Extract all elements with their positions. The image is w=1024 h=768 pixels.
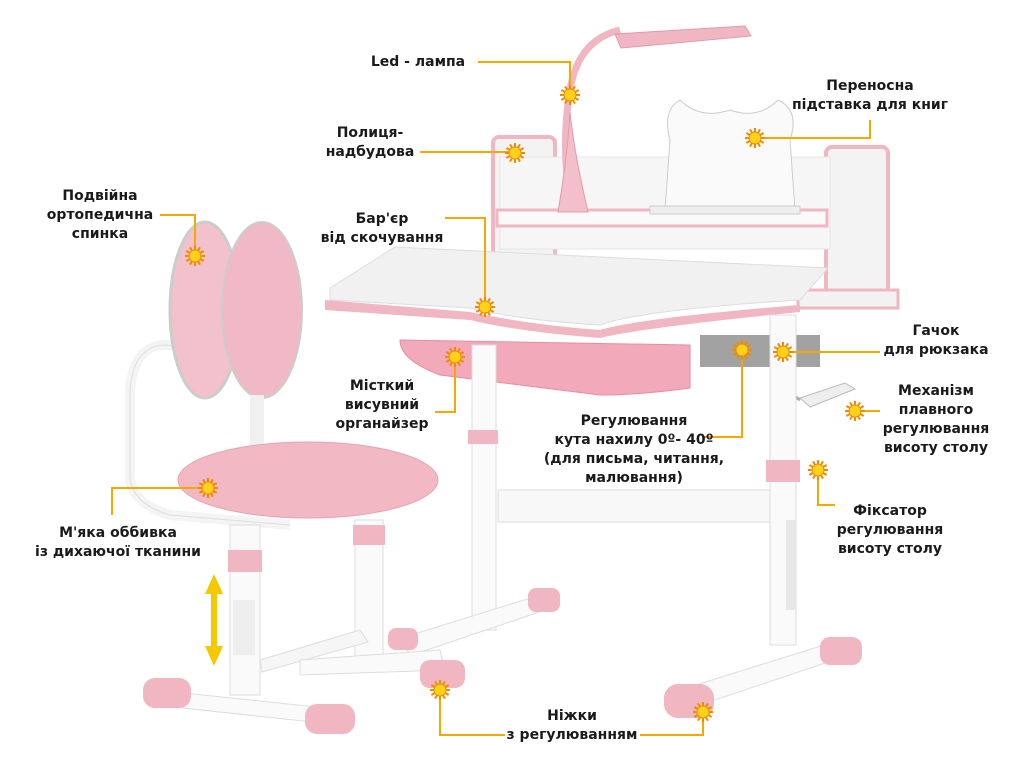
label-led-lamp: Led - лампа	[370, 54, 466, 70]
sun-marker-icon	[808, 460, 828, 480]
seat	[177, 441, 439, 519]
sun-marker-icon	[475, 297, 495, 317]
sun-marker-icon	[773, 342, 793, 362]
callout-lines	[111, 61, 880, 736]
height-scale	[786, 520, 796, 610]
lock-right	[766, 460, 800, 482]
desk-leg-left	[471, 344, 497, 631]
label-shelf: Полиця-надбудова	[325, 125, 415, 160]
sun-marker-icon	[505, 143, 525, 163]
sun-marker-icon	[445, 347, 465, 367]
crank-handle	[799, 382, 857, 408]
sun-marker-icon	[845, 401, 865, 421]
sun-marker-icon	[693, 702, 713, 722]
desk-crossbar	[497, 489, 771, 523]
desk	[325, 25, 900, 718]
sun-marker-icon	[198, 478, 218, 498]
tabletop	[329, 246, 830, 326]
sun-marker-icon	[185, 246, 205, 266]
sun-marker-icon	[560, 85, 580, 105]
callout-markers	[185, 85, 865, 722]
organizer-drawer	[399, 339, 691, 396]
backrest-right	[221, 221, 303, 399]
sun-marker-icon	[430, 680, 450, 700]
sun-marker-icon	[745, 128, 765, 148]
tabletop-edge	[325, 300, 800, 338]
chair	[125, 220, 465, 734]
side-board	[796, 288, 900, 310]
lock-left	[468, 430, 498, 444]
height-adjust-arrow	[205, 574, 223, 666]
chair-height-scale	[233, 600, 255, 655]
book-stand	[649, 99, 801, 215]
shelf-right-side	[824, 145, 890, 309]
sun-marker-icon	[732, 340, 752, 360]
